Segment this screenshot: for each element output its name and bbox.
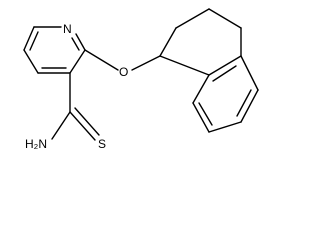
bond-c2-n1 bbox=[75, 33, 86, 51]
bond-c5-c4 bbox=[23, 49, 39, 74]
bond-c4a-c5 bbox=[240, 55, 259, 91]
atom-label-nh2: H₂N bbox=[25, 137, 47, 151]
atom-label-o: O bbox=[119, 65, 128, 79]
bond-c8a-c4a-inner bbox=[212, 65, 237, 82]
bond-cthio-n bbox=[51, 111, 71, 140]
atom-label-n: N bbox=[63, 22, 72, 36]
molecule-structure-diagram: N O S H₂N bbox=[23, 8, 259, 151]
thioamide-group bbox=[51, 72, 100, 141]
bond-c6-c7 bbox=[208, 121, 242, 133]
bond-o-c1prime bbox=[131, 55, 161, 71]
bond-c6-c5 bbox=[23, 26, 35, 51]
bond-c3prime-c4prime bbox=[208, 8, 242, 29]
pyridine-ring bbox=[23, 26, 86, 74]
bond-c8a-c1prime bbox=[159, 55, 210, 76]
bond-cthio-s-double bbox=[74, 107, 100, 136]
bond-c6-c5-inner bbox=[29, 31, 39, 51]
bond-c2prime-c3prime bbox=[175, 8, 210, 29]
bond-c4a-c8a bbox=[208, 55, 242, 76]
bond-c3-c2 bbox=[69, 49, 86, 74]
bond-c7-c8-inner bbox=[198, 102, 213, 126]
bond-c1prime-c2prime bbox=[159, 27, 177, 57]
bond-cthio-s bbox=[69, 111, 96, 141]
bond-c7-c8 bbox=[192, 102, 210, 133]
atom-label-s: S bbox=[98, 137, 106, 151]
bond-c2-n1-inner bbox=[71, 37, 80, 51]
bond-c5-c6-inner bbox=[236, 89, 252, 117]
bond-c5-c6 bbox=[240, 89, 259, 123]
bond-c8-c8a bbox=[192, 74, 210, 104]
bond-c2-o bbox=[84, 49, 119, 71]
tetralin-ring-system bbox=[159, 8, 259, 133]
